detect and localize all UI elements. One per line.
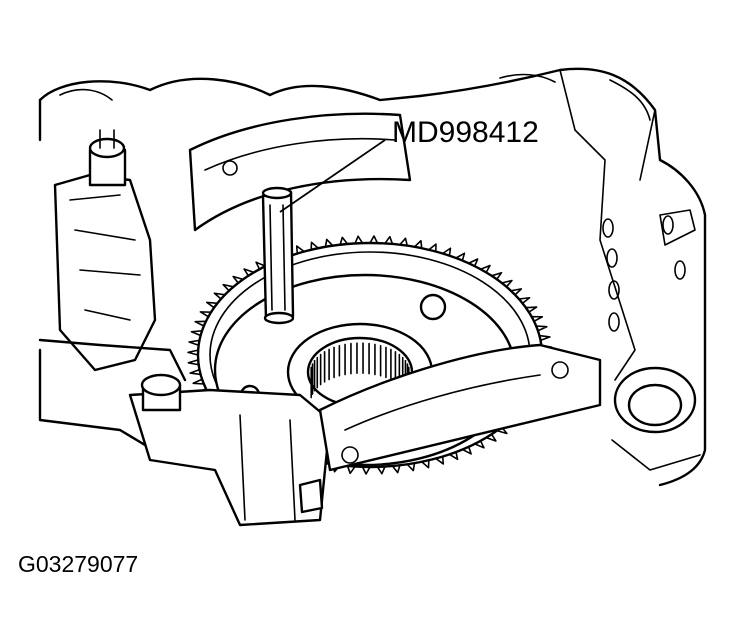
lower-bracket [128, 343, 602, 527]
right-socket [611, 366, 701, 471]
case-housing [38, 67, 707, 487]
special-tool-rod [261, 186, 295, 325]
brake-band [188, 112, 412, 232]
figure-code: G03279077 [18, 551, 138, 577]
bolt-hole-row [602, 215, 686, 332]
left-mechanism [38, 129, 187, 382]
tool-callout-label: MD998412 [392, 116, 539, 149]
callout-leader-line [279, 139, 386, 213]
